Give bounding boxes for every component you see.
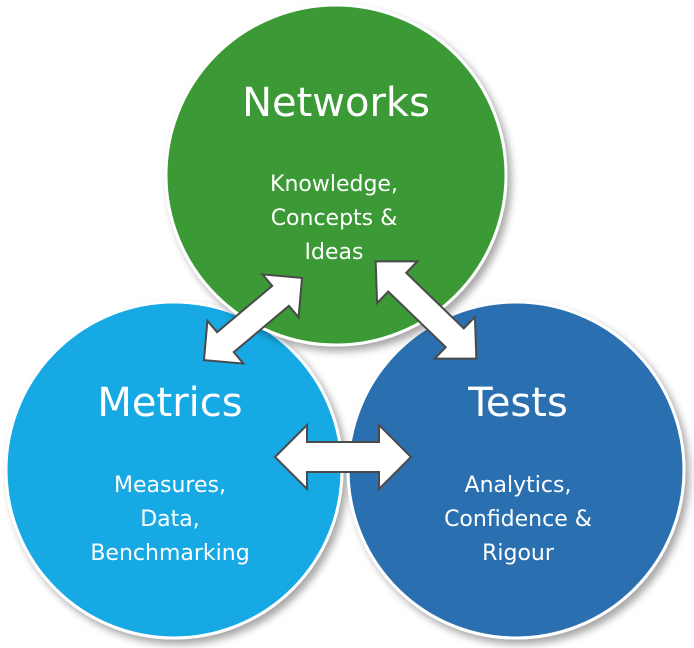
double-arrow-icon bbox=[202, 273, 304, 365]
tests-node: Tests Analytics, Confidence & Rigour bbox=[346, 300, 686, 640]
arrow-networks-tests bbox=[374, 260, 478, 360]
tests-title: Tests bbox=[467, 380, 568, 426]
metrics-line-1: Measures, bbox=[114, 473, 226, 498]
networks-line-2: Concepts & bbox=[271, 206, 398, 231]
metrics-line-2: Data, bbox=[140, 507, 200, 532]
metrics-node: Metrics Measures, Data, Benchmarking bbox=[4, 300, 344, 640]
arrow-metrics-tests bbox=[273, 422, 413, 492]
networks-title: Networks bbox=[242, 80, 430, 126]
tests-line-2: Confidence & bbox=[444, 507, 592, 532]
arrow-networks-metrics bbox=[202, 273, 304, 365]
metrics-line-3: Benchmarking bbox=[90, 541, 249, 566]
networks-node: Networks Knowledge, Concepts & Ideas bbox=[164, 3, 508, 347]
networks-line-3: Ideas bbox=[305, 240, 364, 265]
tests-line-3: Rigour bbox=[482, 541, 555, 566]
networks-line-1: Knowledge, bbox=[270, 172, 398, 197]
tests-line-1: Analytics, bbox=[465, 473, 572, 498]
networks-circle bbox=[164, 3, 508, 347]
double-arrow-icon bbox=[374, 260, 478, 360]
metrics-title: Metrics bbox=[97, 380, 242, 426]
double-arrow-icon bbox=[273, 422, 413, 492]
